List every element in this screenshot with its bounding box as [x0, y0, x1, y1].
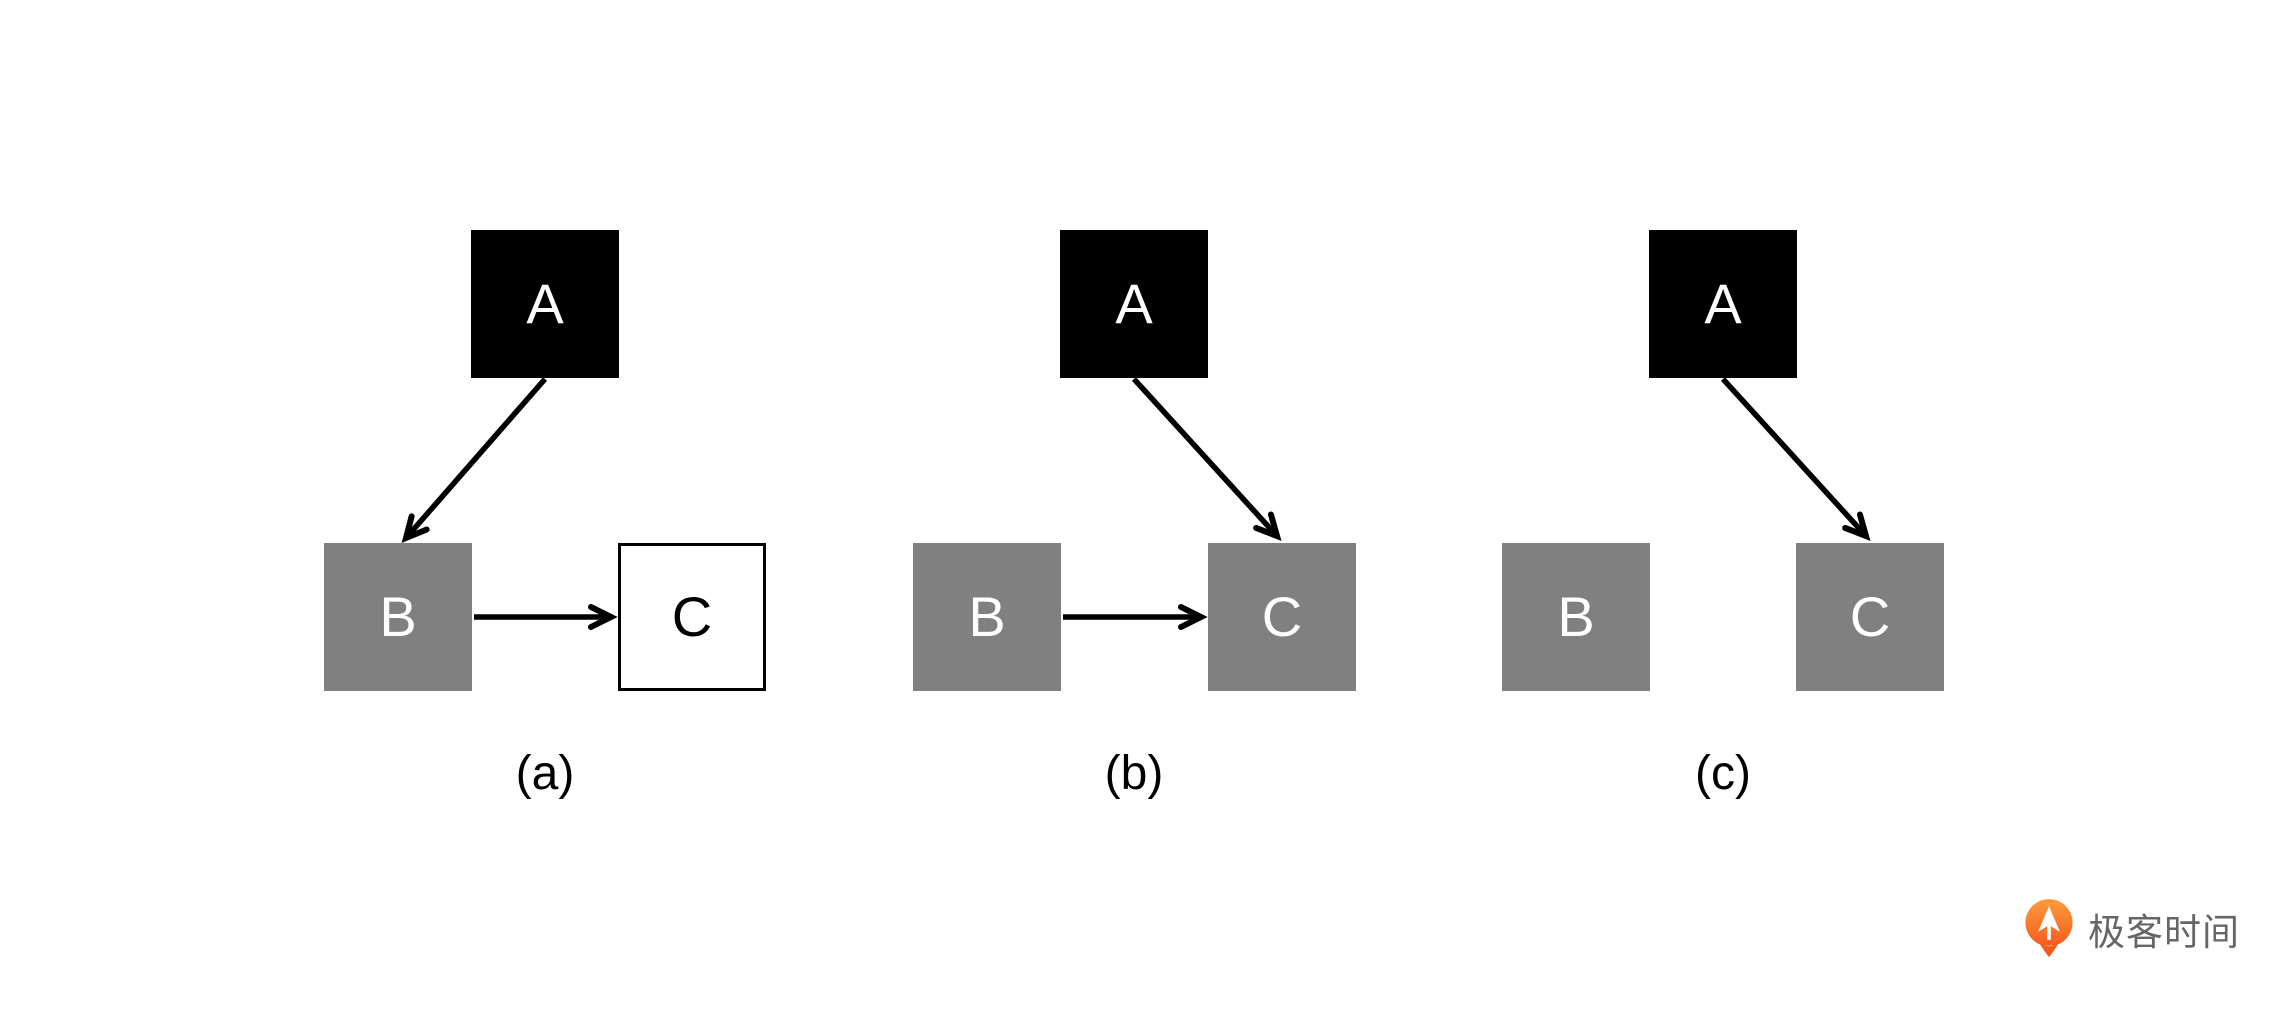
diagram-b-node-B: B [913, 543, 1061, 691]
node-label: A [526, 272, 564, 335]
brand-watermark: 极客时间 [2020, 896, 2240, 962]
arrow-b-A-to-C [1131, 377, 1282, 541]
diagram-b-node-C: C [1208, 543, 1356, 691]
node-label: C [671, 585, 713, 648]
node-label: B [968, 585, 1006, 648]
geektime-logo-icon [2025, 899, 2073, 962]
node-label: B [1557, 585, 1595, 648]
diagram-c-caption: (c) [1695, 747, 1751, 800]
arrow-a-A-to-B [401, 377, 548, 544]
node-label: B [379, 585, 417, 648]
diagram-a-caption: (a) [515, 747, 575, 800]
arrow-c-A-to-C [1720, 377, 1871, 541]
diagram-a-node-C: C [618, 543, 766, 691]
brand-name: 极客时间 [2088, 912, 2240, 953]
diagram-a-node-A: A [471, 230, 619, 378]
diagram-b-caption: (b) [1104, 747, 1164, 800]
diagram-c-node-C: C [1796, 543, 1944, 691]
diagram-c-node-B: B [1502, 543, 1650, 691]
node-label: A [1704, 272, 1742, 335]
diagram-c-node-A: A [1649, 230, 1797, 378]
node-label: C [1261, 585, 1303, 648]
diagram-b-node-A: A [1060, 230, 1208, 378]
diagram-a-node-B: B [324, 543, 472, 691]
node-label: C [1849, 585, 1891, 648]
node-label: A [1115, 272, 1153, 335]
